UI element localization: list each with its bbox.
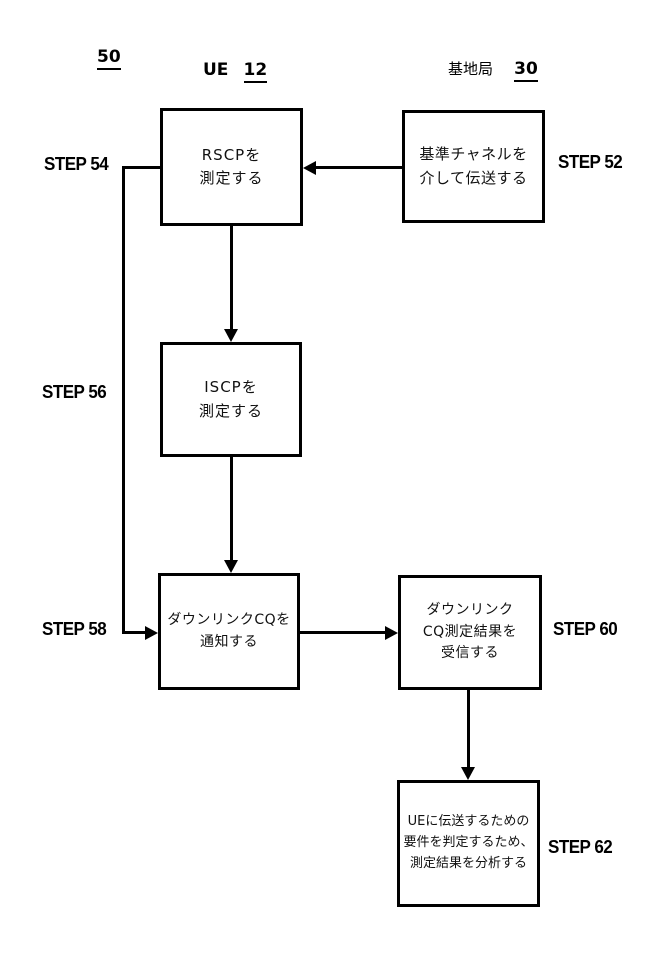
flow-box-receive-cq-results: ダウンリンク CQ測定結果を 受信する	[398, 575, 542, 690]
ue-label: UE	[203, 60, 229, 80]
column-header-base-station: 基地局 30	[448, 58, 538, 82]
step-label-58: STEP 58	[42, 619, 107, 640]
flow-box-measure-iscp: ISCPを 測定する	[160, 342, 302, 457]
flow-box-measure-rscp: RSCPを 測定する	[160, 108, 303, 226]
arrow-iscp-to-notify-line	[230, 457, 233, 563]
step-label-56: STEP 56	[42, 382, 107, 403]
base-station-label: 基地局	[448, 60, 494, 78]
figure-number-label: 50	[97, 47, 121, 70]
step-label-54: STEP 54	[44, 154, 109, 175]
ue-ref-number: 12	[243, 60, 268, 83]
flow-box-notify-downlink-cq: ダウンリンクCQを 通知する	[158, 573, 300, 690]
base-station-ref-number: 30	[514, 59, 538, 82]
flow-box-analyze-results: UEに伝送するための 要件を判定するため、 測定結果を分析する	[397, 780, 540, 907]
column-header-ue: UE 12	[203, 60, 268, 83]
arrow-notify-to-receive-line	[300, 631, 387, 634]
step-label-52: STEP 52	[558, 152, 623, 173]
step-label-62: STEP 62	[548, 837, 613, 858]
step-label-60: STEP 60	[553, 619, 618, 640]
arrow-rscp-to-iscp-head-icon	[224, 329, 238, 342]
arrow-receive-to-analyze-line	[467, 690, 470, 769]
flow-box-transmit-reference-channel: 基準チャネルを 介して伝送する	[402, 110, 545, 223]
arrow-iscp-to-notify-head-icon	[224, 560, 238, 573]
connector-step54-vertical-line	[122, 166, 125, 634]
connector-step58-horizontal-line	[122, 631, 146, 634]
connector-step54-horizontal-line	[122, 166, 160, 169]
arrow-transmit-to-rscp-line	[314, 166, 402, 169]
arrow-notify-to-receive-head-icon	[385, 626, 398, 640]
arrow-rscp-to-iscp-line	[230, 226, 233, 332]
arrow-receive-to-analyze-head-icon	[461, 767, 475, 780]
connector-step58-head-icon	[145, 626, 158, 640]
arrow-transmit-to-rscp-head-icon	[303, 161, 316, 175]
